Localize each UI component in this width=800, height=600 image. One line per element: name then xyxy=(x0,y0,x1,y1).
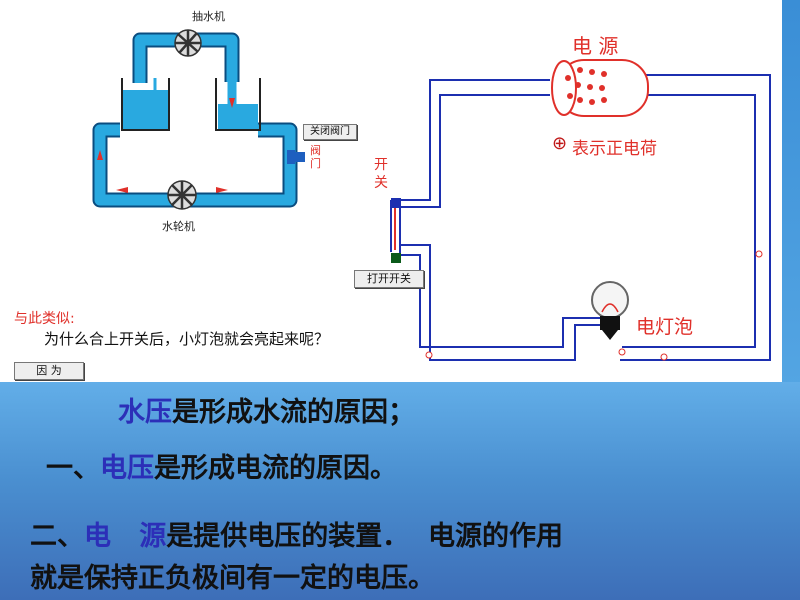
line2-rest: 是形成电流的原因。 xyxy=(154,453,397,484)
bulb xyxy=(591,281,629,340)
turbine-label: 水轮机 xyxy=(162,220,195,233)
line-voltage: 一、电压是形成电流的原因。 xyxy=(46,446,397,485)
left-tank xyxy=(121,78,170,131)
diagram-panel xyxy=(0,0,782,382)
bulb-label: 电灯泡 xyxy=(636,316,694,338)
line-power-source: 二、电 源是提供电压的装置． 电源的作用 xyxy=(30,514,563,553)
line1-rest: 是形成水流的原因； xyxy=(172,397,415,428)
charge-legend: 表示正电荷 xyxy=(572,139,657,159)
conclusion-panel xyxy=(0,382,800,600)
line-water-pressure: 水压是形成水流的原因； xyxy=(118,390,415,429)
wire-charges xyxy=(425,250,763,361)
battery xyxy=(551,59,649,117)
right-tank xyxy=(215,78,261,131)
close-valve-button[interactable]: 关闭阀门 xyxy=(303,124,357,140)
source-label: 电 源 xyxy=(572,34,619,58)
turbine-fan xyxy=(167,180,197,210)
voltage-term: 电压 xyxy=(100,453,154,484)
analogy-label: 与此类似: xyxy=(14,311,75,327)
diagram-svg xyxy=(92,29,771,361)
switch-label: 开关 xyxy=(374,157,388,191)
line3-rest: 是提供电压的装置． 电源的作用 xyxy=(166,521,564,552)
line3-prefix: 二、 xyxy=(30,521,84,552)
reason-button[interactable]: 因 为 xyxy=(14,362,84,380)
line-power-role: 就是保持正负极间有一定的电压。 xyxy=(30,563,435,594)
wire-loop xyxy=(390,74,771,361)
switch-top xyxy=(391,198,401,208)
switch-base xyxy=(391,253,401,263)
flow-arrows xyxy=(97,98,235,193)
charge-legend-icon: ⊕ xyxy=(552,133,568,154)
pump-fan xyxy=(174,29,202,57)
line2-prefix: 一、 xyxy=(46,453,100,484)
power-source-term: 电 源 xyxy=(84,521,167,552)
valve-label: 阀门 xyxy=(310,144,321,170)
open-switch-button[interactable]: 打开开关 xyxy=(354,270,424,288)
water-pressure-term: 水压 xyxy=(118,397,172,428)
pump-label: 抽水机 xyxy=(192,10,225,23)
valve xyxy=(287,150,305,164)
question-text: 为什么合上开关后，小灯泡就会亮起来呢？ xyxy=(44,330,330,348)
